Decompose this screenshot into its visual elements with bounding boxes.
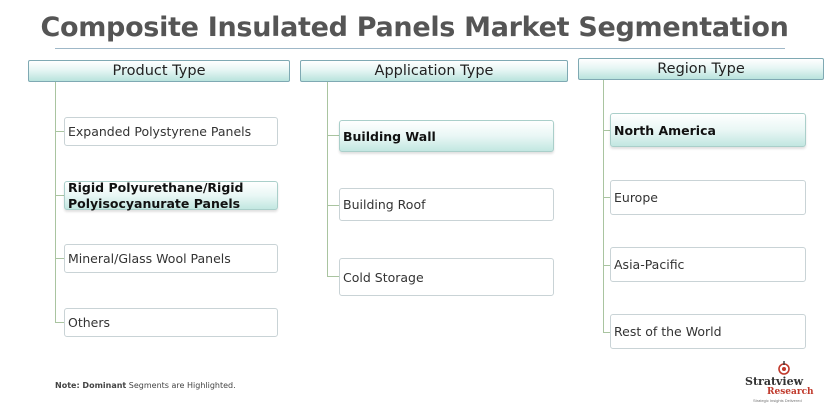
connector-product-type [55, 82, 56, 322]
title-divider [55, 48, 785, 49]
connector-branch [55, 131, 65, 132]
connector-branch [603, 332, 613, 333]
connector-application-type [327, 82, 328, 276]
footnote-text: Segments are Highlighted. [126, 381, 236, 390]
footnote-prefix: Note: Dominant [55, 381, 127, 390]
segment-others: Others [64, 308, 278, 337]
logo-mark-icon [778, 361, 790, 375]
page-title: Composite Insulated Panels Market Segmen… [40, 12, 789, 43]
connector-branch [327, 276, 340, 277]
segment-rigid-polyurethane: Rigid Polyurethane/Rigid Polyisocyanurat… [64, 180, 278, 211]
logo-name: Stratview [745, 375, 804, 388]
connector-branch [603, 130, 613, 131]
connector-branch [327, 135, 340, 136]
logo-tagline: Strategic Insights Delivered [753, 398, 802, 403]
connector-region-type [603, 80, 604, 332]
segment-mineral-glass-wool: Mineral/Glass Wool Panels [64, 244, 278, 273]
segment-building-roof: Building Roof [339, 188, 554, 221]
logo-sub: Research [767, 387, 814, 397]
header-region-type: Region Type [578, 58, 824, 80]
segment-asia-pacific: Asia-Pacific [610, 247, 806, 282]
segment-building-wall: Building Wall [339, 120, 554, 152]
header-application-type: Application Type [300, 60, 568, 82]
segment-rest-of-world: Rest of the World [610, 314, 806, 349]
segment-expanded-polystyrene: Expanded Polystyrene Panels [64, 117, 278, 146]
connector-branch [603, 197, 613, 198]
segment-europe: Europe [610, 180, 806, 215]
stratview-logo: Stratview Research Strategic Insights De… [745, 360, 823, 404]
connector-branch [55, 322, 65, 323]
footnote: Note: Dominant Segments are Highlighted. [55, 381, 236, 390]
connector-branch [603, 265, 613, 266]
segment-cold-storage: Cold Storage [339, 258, 554, 296]
header-product-type: Product Type [28, 60, 290, 82]
connector-branch [55, 195, 65, 196]
connector-branch [55, 258, 65, 259]
connector-branch [327, 205, 340, 206]
segment-north-america: North America [610, 113, 806, 147]
